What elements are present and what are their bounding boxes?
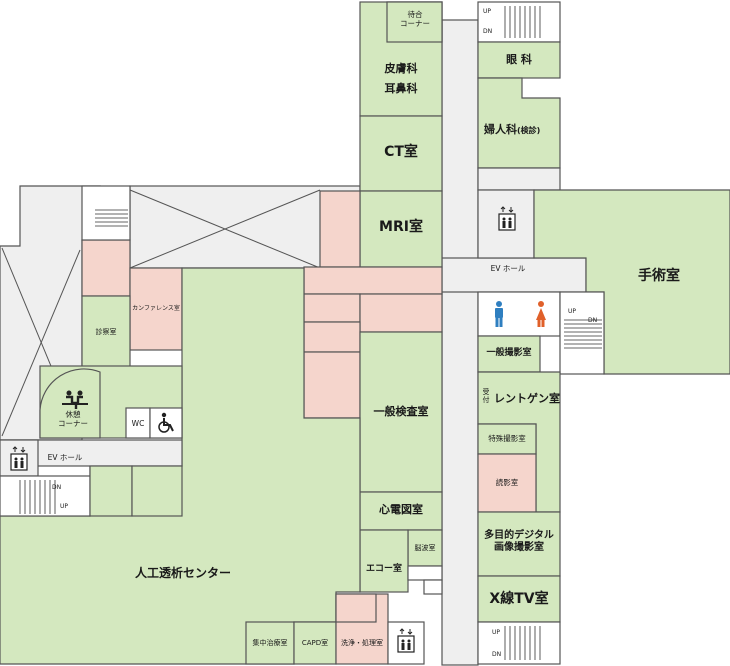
wc-room (125, 407, 151, 439)
special-xray-room (477, 423, 537, 455)
intensive-care-room (245, 621, 295, 665)
pink-strip-top (303, 266, 443, 295)
washing-room-upper (335, 593, 377, 623)
small-room-b (131, 465, 183, 517)
stair-up-label-3: UP (60, 503, 69, 510)
small-box-bottom-2 (423, 579, 443, 595)
rest-area-icon (62, 390, 88, 409)
stair-left-top (81, 185, 131, 241)
stair-right-middle (559, 291, 605, 375)
conference-room (129, 267, 183, 351)
ent-label: 耳鼻科 (384, 82, 418, 95)
general-exam-label: 一般検査室 (373, 405, 429, 418)
elevator-bottom-box (387, 621, 425, 665)
small-room-a (89, 465, 133, 517)
gynecology-label: 婦人科(検診) (484, 123, 540, 136)
stair-up-label: UP (483, 8, 492, 15)
stair-top-right (477, 1, 561, 43)
digital-imaging-room (477, 511, 561, 577)
xtv-label: X線TV室 (489, 591, 549, 607)
main-vertical-corridor (441, 19, 479, 666)
stair-down-label: DN (483, 28, 493, 35)
waiting-corner-box (386, 1, 443, 43)
ev-hall-right (441, 257, 587, 293)
pink-block-a (303, 293, 361, 323)
special-xray-label: 特殊撮影室 (488, 434, 526, 443)
elevator-icon-left (10, 446, 28, 471)
dermatology-label: 皮膚科 (384, 62, 418, 75)
gynecology-sub: (検診) (517, 126, 541, 135)
stair-bottom-right (477, 621, 561, 665)
pink-block-b (359, 293, 443, 333)
reading-room (477, 453, 537, 513)
xray-label: レントゲン室 (494, 392, 560, 405)
waiting-corner-label: 待合 コーナー (400, 10, 430, 28)
echo-room (359, 529, 409, 593)
small-box-bottom (407, 565, 443, 581)
rest-corner-label: 休憩 コーナー (58, 410, 88, 428)
surgery-label: 手術室 (638, 268, 680, 284)
ecg-room (359, 491, 443, 531)
ecg-label: 心電図室 (379, 503, 423, 516)
ev-hall-left-label: EV ホール (47, 453, 83, 462)
stair-up-label-4: UP (492, 629, 501, 636)
pink-block-d (303, 351, 361, 419)
elevator-icon-bottom (397, 628, 415, 653)
pink-block-left-of-mri (319, 190, 361, 268)
stair-down-label-3: DN (52, 484, 62, 491)
men-restroom-icon (495, 301, 503, 327)
pink-left-top (81, 239, 131, 297)
intensive-care-label: 集中治療室 (252, 639, 288, 647)
dialysis-center-label: 人工透析センター (134, 566, 231, 580)
capd-room (293, 621, 337, 665)
ophthalmology-room (477, 41, 561, 79)
echo-label: エコー室 (365, 564, 402, 574)
upper-right-corridor-room (477, 167, 561, 191)
stair-up-label-2: UP (568, 308, 577, 315)
mri-room (359, 190, 443, 268)
wc-label: WC (131, 419, 145, 428)
washing-label: 洗浄・処理室 (341, 639, 383, 647)
restroom-right-box (477, 291, 561, 337)
ct-label: CT室 (384, 144, 418, 160)
ev-hall-right-label: EV ホール (490, 264, 526, 273)
reception-label: 受付 (482, 388, 490, 405)
general-xray-label: 一般撮影室 (486, 348, 532, 358)
ct-room (359, 115, 443, 192)
mri-label: MRI室 (379, 219, 423, 235)
wheelchair-icon (158, 412, 174, 433)
xtv-room (477, 575, 561, 623)
consultation-label: 診察室 (95, 328, 117, 336)
ophthalmology-label: 眼 科 (506, 53, 532, 66)
capd-label: CAPD室 (301, 639, 329, 647)
digital-imaging-label: 多目的デジタル 画像撮影室 (484, 530, 554, 553)
women-restroom-icon (536, 301, 546, 327)
pink-block-c (303, 321, 361, 353)
stair-hatch (19, 6, 602, 660)
general-exam-room (359, 331, 443, 493)
gynecology-main: 婦人科 (484, 123, 517, 136)
stair-down-label-2: DN (588, 317, 598, 324)
stair-down-label-4: DN (492, 651, 502, 658)
eeg-label: 脳波室 (414, 544, 436, 552)
elevator-icon (498, 206, 516, 231)
conference-label: カンファレンス室 (132, 305, 180, 312)
reading-label: 読影室 (495, 478, 519, 487)
